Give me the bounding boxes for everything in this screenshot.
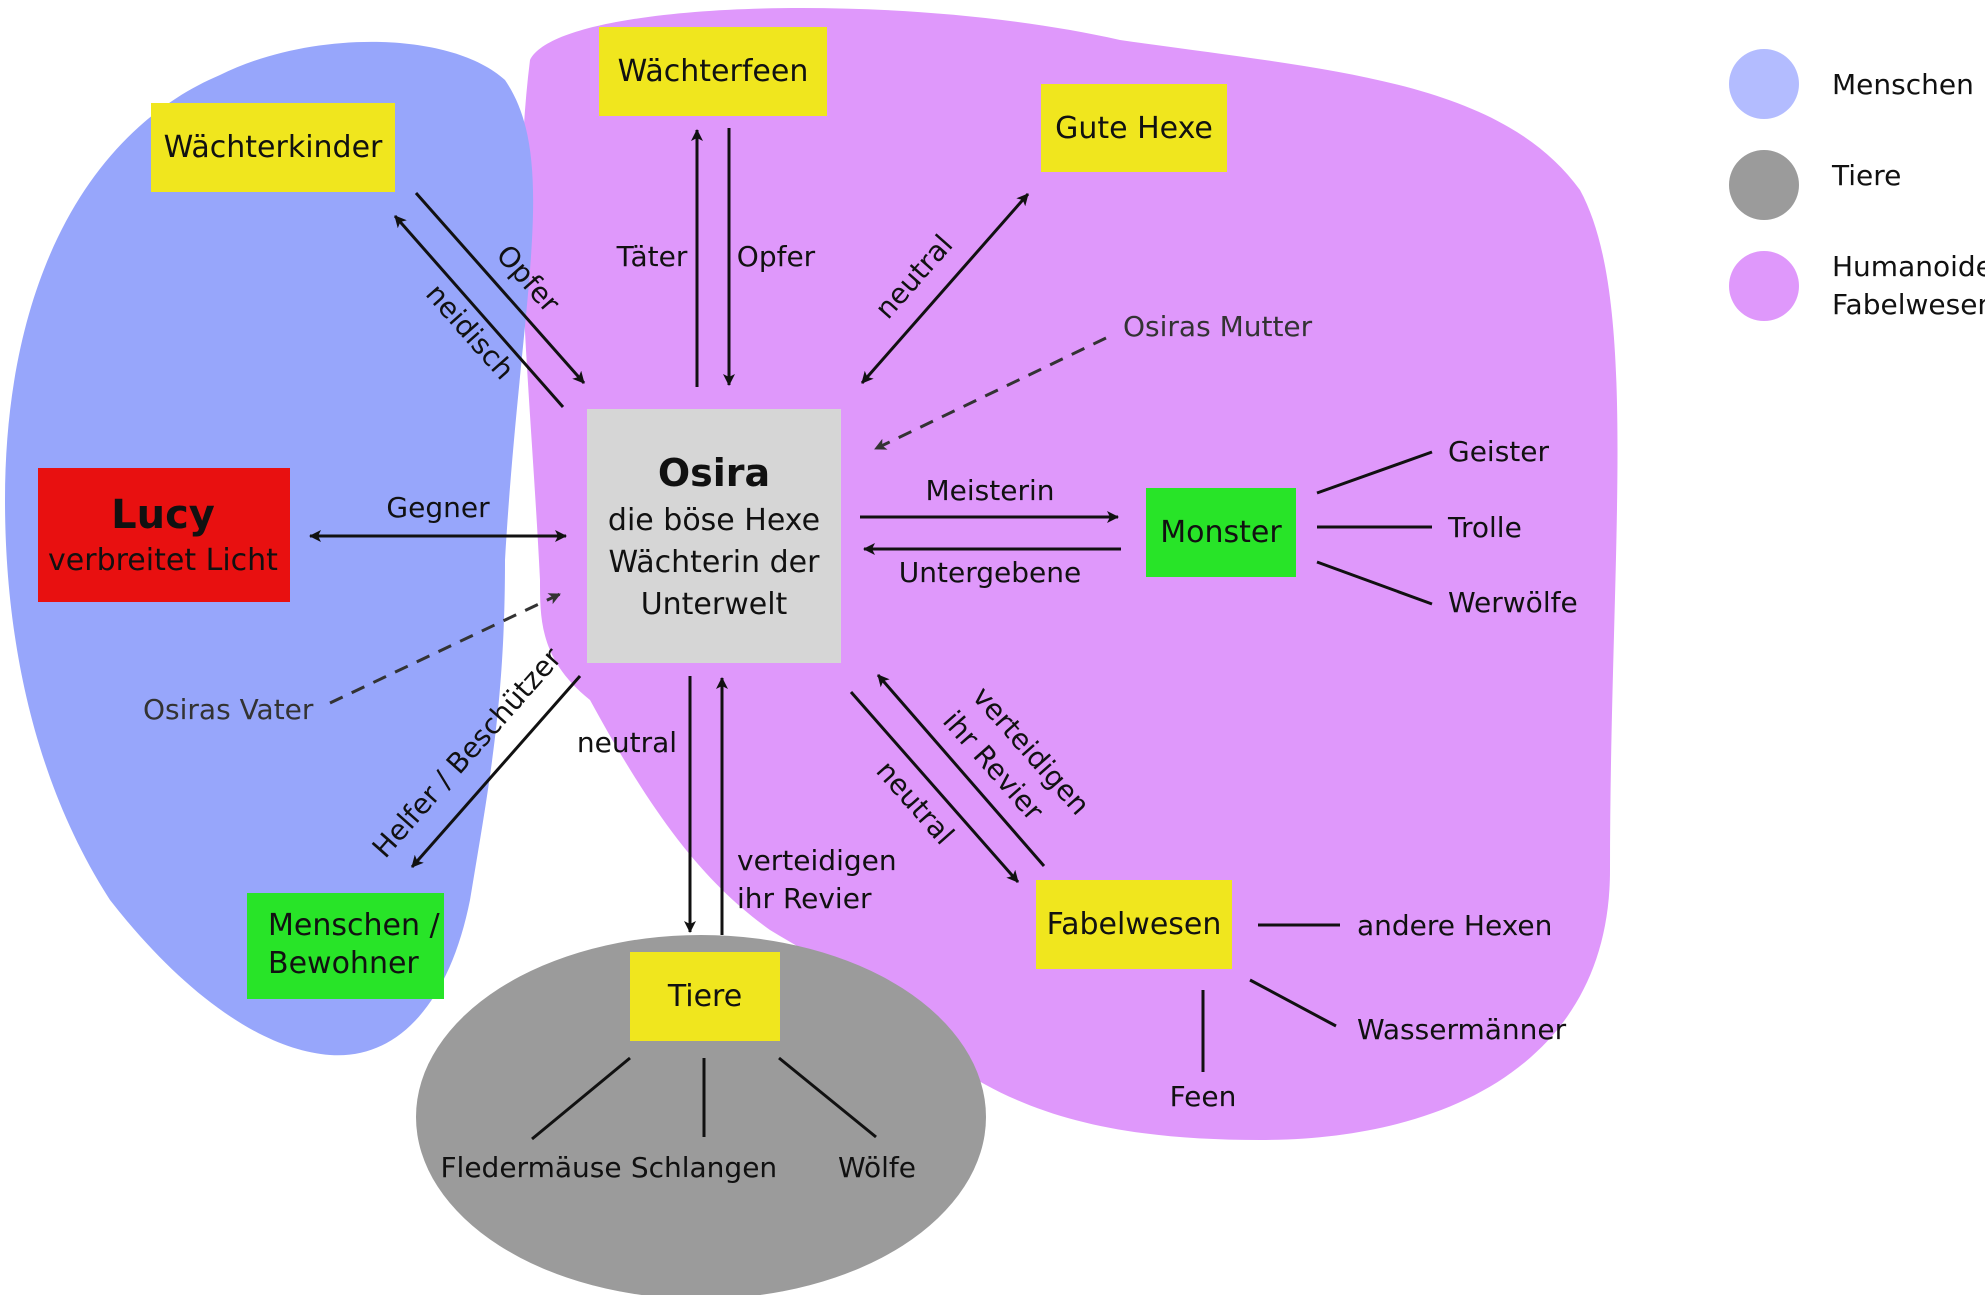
node-gute-hexe[interactable]: Gute Hexe [1041, 84, 1227, 172]
legend-label-menschen: Menschen [1832, 68, 1974, 101]
connector-fledermaeuse [531, 1056, 631, 1141]
connector-werwoelfe [1316, 560, 1433, 606]
connector-wassermaenner [1249, 978, 1337, 1028]
legend-swatch-tiere [1729, 150, 1799, 220]
leaf-andere-hexen: andere Hexen [1357, 909, 1552, 942]
arrow-neutral-fabel [849, 691, 1020, 883]
edge-label-opfer-feen: Opfer [737, 240, 816, 273]
node-tiere[interactable]: Tiere [630, 952, 780, 1041]
edge-label-verteidigen-tiere-1: verteidigen [737, 844, 897, 877]
legend-label-fabelwesen-2: Fabelwesen [1832, 288, 1985, 321]
connector-geister [1316, 450, 1433, 495]
arrow-helfer [410, 675, 582, 868]
osira-line-3: Unterwelt [641, 587, 788, 622]
node-waechterfeen[interactable]: Wächterfeen [599, 27, 827, 116]
region-humanoide-fabelwesen [521, 7, 1618, 1141]
monster-label: Monster [1160, 515, 1282, 550]
edge-label-meisterin: Meisterin [926, 474, 1055, 507]
leaf-geister: Geister [1448, 435, 1549, 468]
arrow-osiras-mutter [874, 336, 1107, 451]
waechterfeen-label: Wächterfeen [618, 54, 809, 89]
leaf-fledermaeuse: Fledermäuse [440, 1151, 621, 1184]
leaf-werwoelfe: Werwölfe [1448, 586, 1578, 619]
edge-label-neutral-tiere: neutral [577, 726, 677, 759]
lucy-title: Lucy [111, 492, 215, 538]
waechterkinder-label: Wächterkinder [164, 130, 383, 165]
node-monster[interactable]: Monster [1146, 488, 1296, 577]
legend-label-tiere: Tiere [1831, 159, 1901, 192]
edge-label-taeter: Täter [616, 240, 688, 273]
arrow-verteidigen-fabel [876, 674, 1046, 867]
node-osira[interactable]: Osira die böse Hexe Wächterin der Unterw… [587, 409, 841, 663]
leaf-feen: Feen [1170, 1080, 1237, 1113]
leaf-trolle: Trolle [1447, 511, 1522, 544]
tiere-label: Tiere [667, 979, 742, 1014]
node-fabelwesen[interactable]: Fabelwesen [1036, 880, 1232, 969]
edge-label-osiras-vater: Osiras Vater [143, 693, 314, 726]
edge-label-gegner: Gegner [386, 491, 490, 524]
region-tiere [416, 935, 986, 1295]
connector-woelfe [778, 1056, 877, 1139]
leaf-woelfe: Wölfe [838, 1151, 916, 1184]
lucy-subtitle: verbreitet Licht [48, 543, 278, 578]
menschen-bewohner-line-1: Menschen / [268, 908, 440, 943]
leaf-wassermaenner: Wassermänner [1357, 1013, 1567, 1046]
edge-label-osiras-mutter: Osiras Mutter [1123, 310, 1313, 343]
gute-hexe-label: Gute Hexe [1055, 111, 1213, 146]
arrow-opfer-kinder [414, 192, 586, 384]
node-lucy[interactable]: Lucy verbreitet Licht [38, 468, 290, 602]
arrow-neutral-hexe [860, 193, 1030, 384]
legend-swatch-menschen [1729, 49, 1799, 119]
legend: Menschen Tiere Humanoide Fabelwesen [1729, 49, 1985, 321]
node-waechterkinder[interactable]: Wächterkinder [151, 103, 395, 192]
osira-title: Osira [658, 451, 770, 495]
osira-line-1: die böse Hexe [608, 503, 820, 538]
leaf-schlangen: Schlangen [631, 1151, 777, 1184]
edge-label-untergebene: Untergebene [899, 556, 1081, 589]
legend-swatch-fabelwesen [1729, 251, 1799, 321]
osira-line-2: Wächterin der [609, 545, 821, 580]
node-menschen-bewohner[interactable]: Menschen / Bewohner [247, 893, 444, 999]
fabelwesen-label: Fabelwesen [1047, 907, 1222, 942]
legend-label-fabelwesen-1: Humanoide [1832, 250, 1985, 283]
arrow-neidisch [393, 215, 565, 408]
menschen-bewohner-line-2: Bewohner [268, 946, 419, 981]
arrow-osiras-vater [329, 592, 561, 705]
edge-label-verteidigen-tiere-2: ihr Revier [737, 882, 872, 915]
